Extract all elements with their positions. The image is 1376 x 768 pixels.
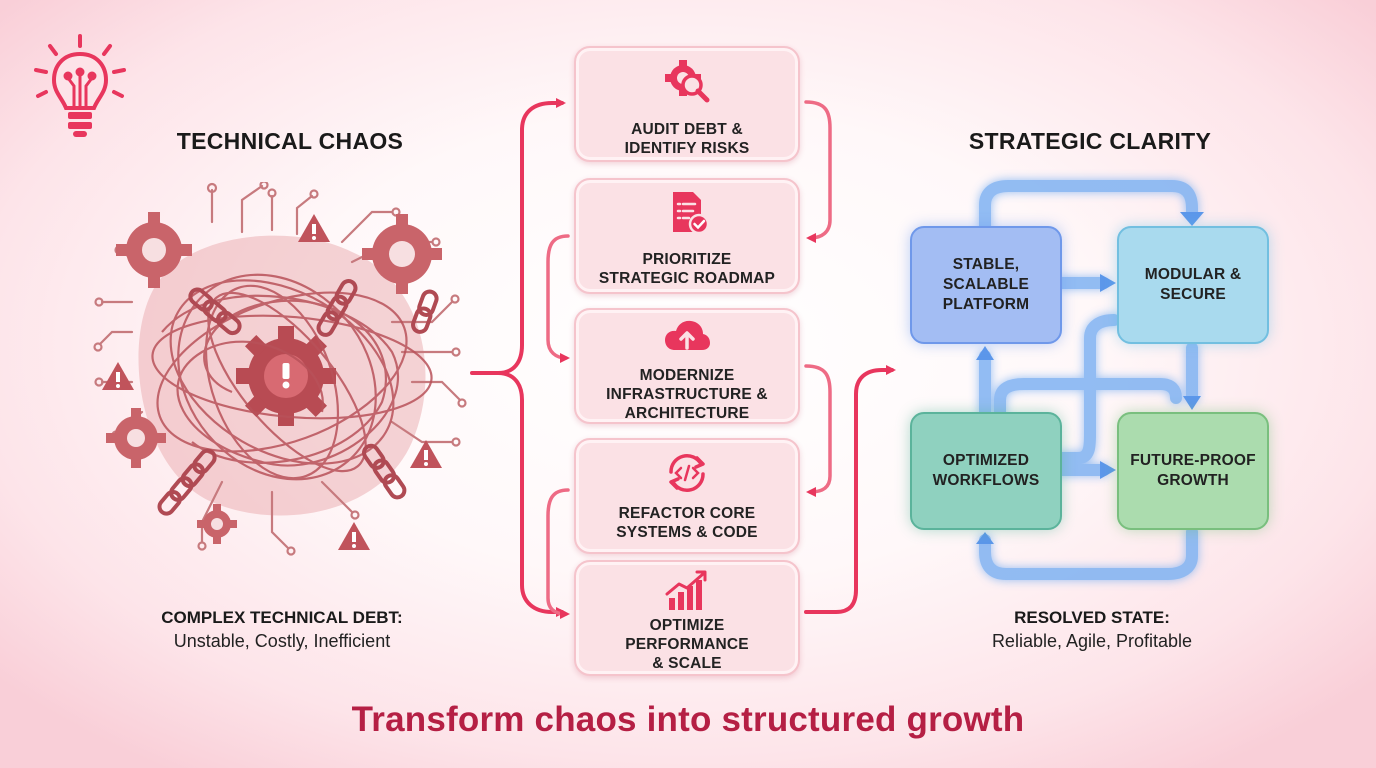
footer-tagline: Transform chaos into structured growth: [351, 700, 1025, 739]
chaos-caption-light: Unstable, Costly, Inefficient: [173, 631, 391, 651]
checklist-document-icon: [673, 192, 710, 235]
chaos-caption: COMPLEX TECHNICAL DEBT: Unstable, Costly…: [112, 608, 452, 652]
tangled-chaos-illustration: [93, 182, 467, 556]
lightbulb-idea-icon: [34, 34, 126, 137]
blue-flow-arrowheads: [976, 212, 1204, 544]
blue-flow-paths: [979, 180, 1198, 580]
clarity-caption-strong: RESOLVED STATE:: [1014, 608, 1170, 627]
cloud-upload-icon: [665, 320, 710, 350]
chaos-title: TECHNICAL CHAOS: [176, 128, 404, 154]
to-clarity-arrow: [804, 365, 896, 614]
step-connectors: [546, 100, 832, 619]
brace-connector: [470, 98, 566, 617]
clarity-caption: RESOLVED STATE: Reliable, Agile, Profita…: [922, 608, 1262, 652]
clarity-title: STRATEGIC CLARITY: [968, 128, 1212, 154]
growth-chart-icon: [665, 570, 707, 610]
clarity-caption-light: Reliable, Agile, Profitable: [991, 631, 1193, 651]
chaos-caption-strong: COMPLEX TECHNICAL DEBT:: [161, 608, 403, 627]
step-audit: AUDIT DEBT &IDENTIFY RISKS: [574, 46, 800, 162]
node-modular-secure: MODULAR &SECURE: [1117, 226, 1269, 344]
gear-magnifier-icon: [665, 60, 710, 103]
code-refresh-icon: [669, 454, 705, 492]
step-audit-label: AUDIT DEBT &IDENTIFY RISKS: [624, 121, 750, 157]
